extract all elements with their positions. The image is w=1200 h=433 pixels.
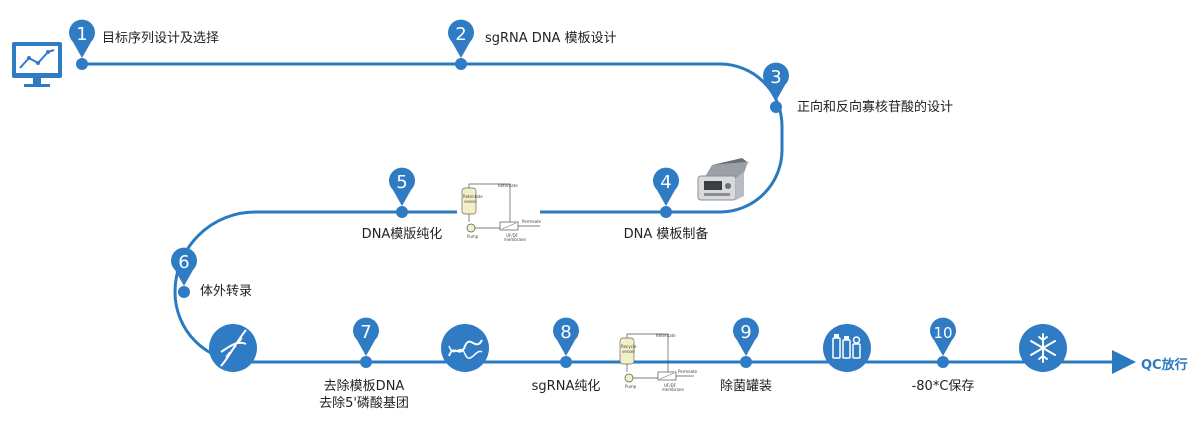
step-4-label: DNA 模板制备 [623,227,709,242]
step-number: 8 [560,322,571,343]
svg-text:membrane: membrane [662,387,684,392]
step-node-dot [740,356,752,368]
step-7-label-line1: 去除模板DNA [323,379,405,394]
pin-icon [171,247,197,286]
svg-text:Permeate: Permeate [522,219,542,224]
svg-text:Pump: Pump [625,384,637,389]
purification-setup-icon: Recycle vessel Pump UF/DF membrane Perme… [619,333,698,392]
step-8-label: sgRNA纯化 [531,379,601,394]
step-node-dot [560,356,572,368]
step-2-marker: 2 [448,19,475,70]
step-node-dot [937,356,949,368]
step-6-marker: 6 [171,247,197,298]
step-node-dot [76,58,88,70]
step-node-dot [455,58,467,70]
snowflake-icon [1019,324,1067,372]
step-node-dot [360,356,372,368]
step-number: 6 [178,252,189,273]
svg-text:Retentate: Retentate [463,194,483,199]
step-5-marker: 5 [389,167,415,218]
step-node-dot [770,101,782,113]
svg-text:Recycle: Recycle [621,344,637,349]
svg-text:membrane: membrane [504,237,526,242]
step-markers: 1 2 3 4 5 6 7 8 9 10 [69,19,957,368]
svg-text:UF/DF: UF/DF [506,233,519,238]
pin-icon [448,19,475,58]
step-number: 9 [740,322,751,343]
step-10-marker: 10 [930,317,957,368]
step-node-dot [396,206,408,218]
step-number: 1 [76,24,87,45]
svg-text:vessel: vessel [622,349,635,354]
step-7-label: 去除模板DNA 去除5'磷酸基团 [319,378,409,412]
step-7-label-line2: 去除5'磷酸基团 [319,396,409,411]
step-3-marker: 3 [763,62,790,113]
thermal-cycler-icon [697,158,750,201]
svg-text:vessel: vessel [464,199,477,204]
step-node-dot [178,286,190,298]
step-1-label: 目标序列设计及选择 [102,31,220,46]
pin-icon [553,317,580,356]
step-5-label: DNA模版纯化 [361,227,443,242]
step-node-dot [660,206,672,218]
svg-text:Pump: Pump [467,234,479,239]
pin-icon [733,317,760,356]
dna-helix-icon [209,324,257,372]
pin-icon [353,317,380,356]
step-number: 3 [770,67,781,88]
svg-text:Permeate: Permeate [678,369,698,374]
step-1-marker: 1 [69,19,95,70]
step-number: 5 [396,172,407,193]
step-9-marker: 9 [733,317,760,368]
step-number: 10 [933,324,952,342]
pin-icon [930,317,957,356]
svg-text:Retentate: Retentate [656,333,676,338]
step-number: 7 [360,322,371,343]
pin-icon [653,167,679,206]
step-3-label: 正向和反向寡核苷酸的设计 [797,100,954,115]
step-number: 2 [455,24,466,45]
flow-line-top [82,62,784,214]
monitor-chart-icon [12,42,62,87]
step-8-marker: 8 [553,317,580,368]
vials-icon [823,324,871,372]
purification-setup-icon: Retentate vessel Pump UF/DF membrane Per… [461,183,542,242]
rna-strand-icon [441,324,489,372]
pin-icon [69,19,95,58]
end-label: QC放行 [1141,358,1188,373]
step-2-label: sgRNA DNA 模板设计 [485,31,617,46]
pin-icon [389,167,415,206]
step-number: 4 [660,172,671,193]
svg-text:Retentate: Retentate [498,183,518,188]
svg-text:UF/DF: UF/DF [664,383,677,388]
step-6-label: 体外转录 [200,284,253,299]
step-4-marker: 4 [653,167,679,218]
pin-icon [763,62,790,101]
step-7-marker: 7 [353,317,380,368]
step-10-label: -80*C保存 [911,379,975,394]
step-9-label: 除菌罐装 [719,379,773,394]
